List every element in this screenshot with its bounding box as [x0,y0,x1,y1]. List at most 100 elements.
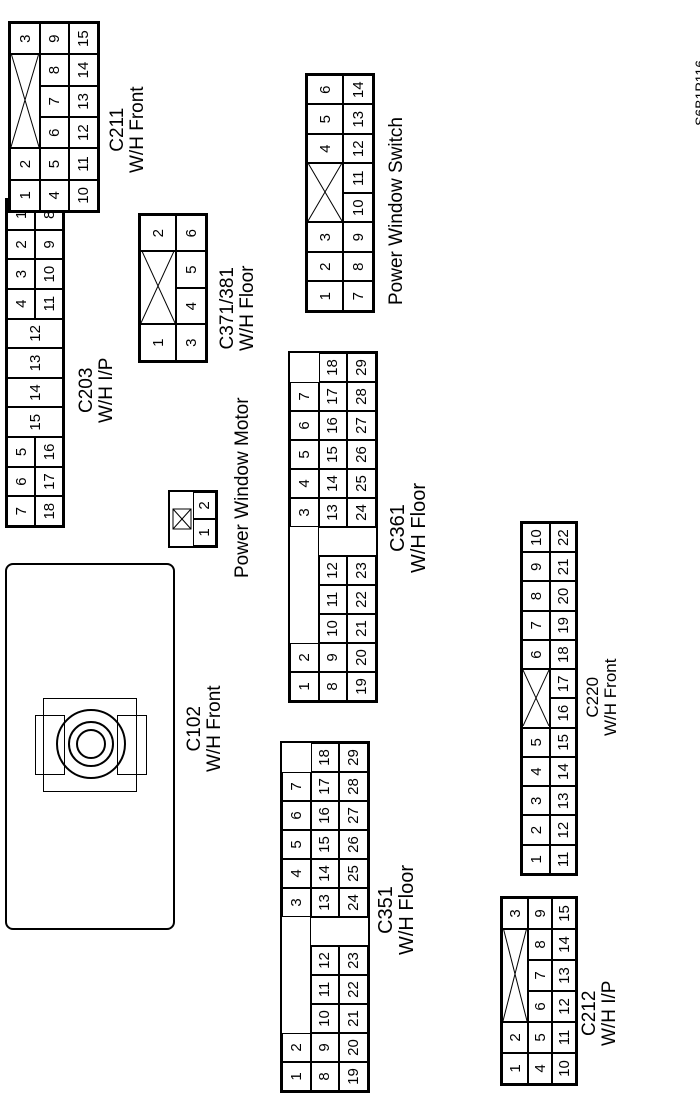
connector-desc: W/H Front [600,658,620,736]
pin: 11 [318,585,348,614]
c203-label: C203 W/H I/P [76,358,117,423]
pin: 14 [343,75,373,105]
pin: 3 [502,898,528,929]
connector-desc: W/H Floor [396,865,418,955]
pwm-pin-grid: 1 2 [168,490,218,548]
connector-code: C203 [76,367,97,413]
pin: 11 [310,975,340,1004]
pin: 20 [550,581,576,611]
pin: 10 [343,193,373,223]
pin: 13 [552,960,576,991]
pwm-label: Power Window Motor [232,397,253,578]
pin: 19 [339,1062,368,1091]
pin: 9 [318,643,348,672]
pin: 12 [550,815,576,845]
pin: 17 [550,669,576,699]
connector-desc: W/H Floor [236,265,258,352]
pin: 7 [290,382,319,411]
pin: 9 [35,229,63,260]
pin: 11 [35,288,63,319]
pin: 13 [343,104,373,134]
pin: 10 [69,179,98,211]
pin: 24 [347,498,376,527]
connector-code: C361 [387,504,409,552]
pin: 8 [522,581,550,611]
pin: 12 [318,556,348,585]
pin: 7 [343,281,373,311]
pin-blank-cross [522,669,550,728]
pin: 16 [35,437,63,467]
pin: 2 [140,215,176,252]
pin: 2 [307,252,343,282]
pin: 4 [307,134,343,164]
pin: 14 [550,757,576,787]
connector-desc: Power Window Switch [386,117,407,305]
diagram-code: S6B1P116 [692,60,700,126]
pin: 8 [343,252,373,282]
c211-pin-grid: 1 2 3 4 5 6 7 8 9 10 11 12 13 14 15 [8,21,100,213]
pin: 26 [347,440,376,469]
pin: 18 [550,640,576,670]
pin: 15 [7,407,63,438]
pin: 6 [176,215,206,252]
pin-blank-cross [307,163,343,223]
pin: 5 [176,251,206,288]
pin: 6 [7,466,35,497]
pin: 8 [40,54,69,86]
connector-desc: W/H Front [126,86,148,173]
latch-icon [172,508,191,530]
pin: 3 [307,222,343,252]
pin: 15 [69,23,98,55]
pin: 17 [35,466,63,497]
c211-label: C211 W/H Front [107,86,148,173]
c220-pin-grid: 1 2 3 4 5 6 7 8 9 10 11 12 13 14 15 16 1… [520,521,578,876]
pin: 14 [7,377,63,408]
pin: 6 [290,411,319,440]
pin: 12 [310,946,340,975]
pin: 13 [69,85,98,117]
pin: 7 [522,610,550,640]
pin: 7 [7,496,35,526]
pws-label: Power Window Switch [386,117,407,305]
connector-desc: W/H Floor [408,483,430,573]
pin: 12 [343,134,373,164]
pin: 28 [347,382,376,411]
pin: 6 [528,991,552,1022]
c102-center-bolt [43,698,137,792]
pin: 2 [193,492,216,519]
pin: 9 [343,222,373,252]
pin: 19 [550,610,576,640]
pin: 10 [35,259,63,289]
pin: 4 [290,469,319,498]
pin: 15 [310,830,340,859]
pin: 6 [522,640,550,670]
pin: 4 [282,859,311,888]
pin: 9 [522,552,550,582]
c361-label: C361 W/H Floor [387,483,430,573]
cross-icon [141,252,175,324]
pin: 6 [307,75,343,105]
pin: 14 [318,469,348,498]
pin: 29 [347,353,376,382]
pin: 21 [550,552,576,582]
pin: 13 [550,786,576,816]
pin: 15 [550,727,576,757]
connector-code: C371/381 [217,267,238,350]
pin: 29 [339,743,368,772]
pin: 28 [339,772,368,801]
c212-pin-grid: 1 2 3 4 5 6 7 8 9 10 11 12 13 14 15 [500,896,578,1086]
blank [290,353,319,382]
pin: 2 [7,229,35,260]
pin: 9 [310,1033,340,1062]
pin: 12 [552,991,576,1022]
blank [282,917,311,1033]
pin: 1 [10,179,40,211]
pin: 25 [347,469,376,498]
pin: 4 [522,757,550,787]
cross-icon [523,670,549,727]
pin: 3 [7,259,35,289]
pin: 5 [522,727,550,757]
c212-label: C212 W/H I/P [579,981,620,1046]
pin: 17 [318,382,348,411]
pin-blank-cross [140,251,176,325]
